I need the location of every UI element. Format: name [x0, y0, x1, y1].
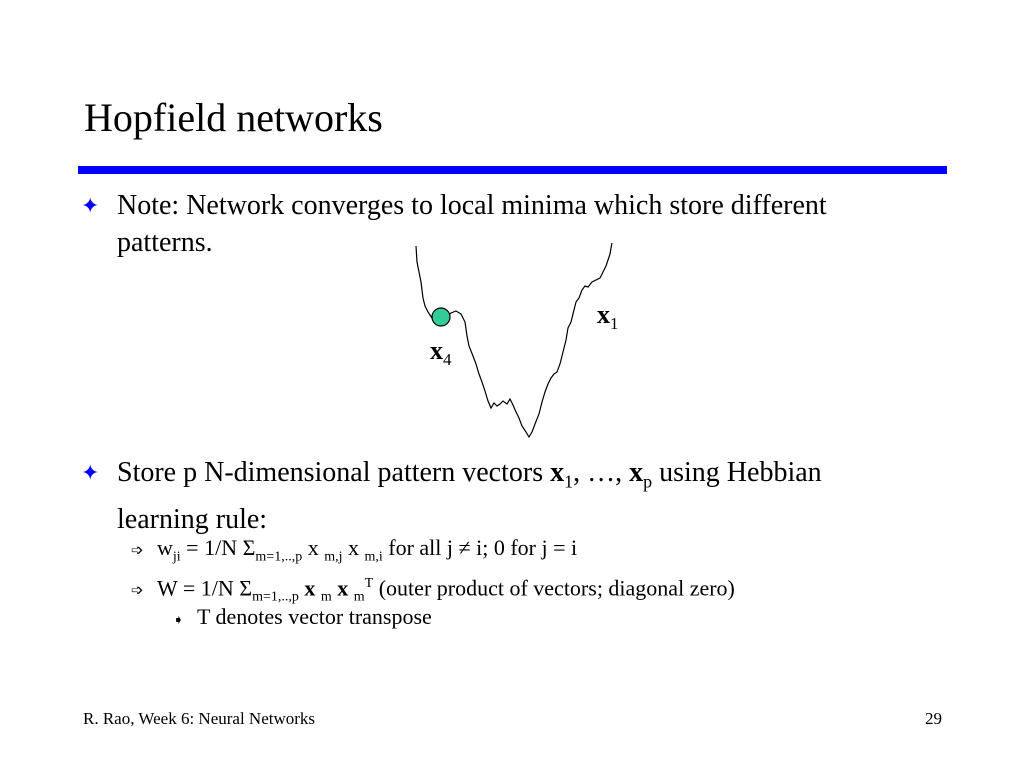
sub-mi: m,i — [364, 549, 383, 565]
sub-mj: m,j — [324, 549, 343, 565]
sub-bullet-matrix: ➩ W = 1/N Σm=1,..,p x m x mT (outer prod… — [131, 569, 735, 613]
store-subp: p — [643, 471, 653, 492]
x-a: x — [302, 535, 325, 560]
label-x1-main: x — [597, 300, 610, 329]
store-text-a: Store p N-dimensional pattern vectors — [117, 457, 551, 488]
matrix-rest: (outer product of vectors; diagonal zero… — [373, 575, 735, 601]
energy-curve — [415, 242, 613, 439]
label-x1-sub: 1 — [610, 314, 619, 333]
footer-page-number: 29 — [925, 709, 942, 728]
store-text-c: using Hebbian learning rule: — [117, 457, 822, 535]
star-bullet-icon: ✦ — [81, 194, 100, 219]
sigma-range: m=1,..,p — [255, 549, 303, 565]
label-x1: x1 — [597, 300, 619, 333]
label-x4-main: x — [430, 336, 443, 365]
matrix-sub-m1: m — [320, 589, 332, 605]
title-underline — [78, 166, 947, 174]
store-xp: x — [629, 457, 644, 488]
w-subscript: ji — [172, 549, 181, 565]
transpose-text: T denotes vector transpose — [197, 604, 432, 629]
sub-bullet-weight: ➩ wji = 1/N Σm=1,..,p x m,j x m,i for al… — [131, 533, 577, 572]
sub-sub-bullet-transpose: ➧ T denotes vector transpose — [173, 602, 432, 632]
eq-text: = 1/N — [180, 535, 243, 560]
weight-formula: wji = 1/N Σm=1,..,p x m,j x m,i for all … — [157, 533, 577, 572]
matrix-sub-m2: m — [353, 589, 365, 605]
matrix-x1: x — [304, 575, 316, 601]
bullet-note: ✦ Note: Network converges to local minim… — [81, 187, 881, 261]
arrow-bullet-icon: ➩ — [131, 581, 144, 600]
matrix-sup-t: T — [364, 576, 374, 591]
matrix-eq: W = 1/N — [157, 575, 240, 601]
footer-course: R. Rao, Week 6: Neural Networks — [83, 709, 316, 728]
bullet-note-text: Note: Network converges to local minima … — [117, 190, 827, 258]
sigma-range: m=1,..,p — [252, 589, 299, 605]
weight-rest: for all j ≠ i; 0 for j = i — [382, 535, 578, 560]
bullet-store: ✦ Store p N-dimensional pattern vectors … — [81, 454, 981, 538]
bullet-store-text: Store p N-dimensional pattern vectors x1… — [117, 454, 877, 538]
state-ball — [431, 307, 451, 327]
matrix-formula: W = 1/N Σm=1,..,p x m x mT (outer produc… — [157, 569, 735, 613]
store-text-b: , …, — [573, 457, 630, 488]
sigma-symbol: Σ — [242, 535, 256, 560]
matrix-x2: x — [337, 575, 349, 601]
slide-title: Hopfield networks — [84, 95, 383, 140]
arrow-bullet-icon: ➩ — [131, 541, 144, 559]
label-x4: x4 — [430, 336, 452, 369]
x-b: x — [342, 535, 365, 560]
store-sub1: 1 — [564, 471, 574, 492]
label-x4-sub: 4 — [443, 350, 452, 369]
arrowhead-bullet-icon: ➧ — [173, 613, 184, 628]
store-x1: x — [550, 457, 565, 488]
w-symbol: w — [157, 535, 173, 560]
sigma-symbol: Σ — [239, 575, 253, 601]
star-bullet-icon: ✦ — [81, 461, 100, 486]
title-underline-bar — [78, 166, 947, 174]
